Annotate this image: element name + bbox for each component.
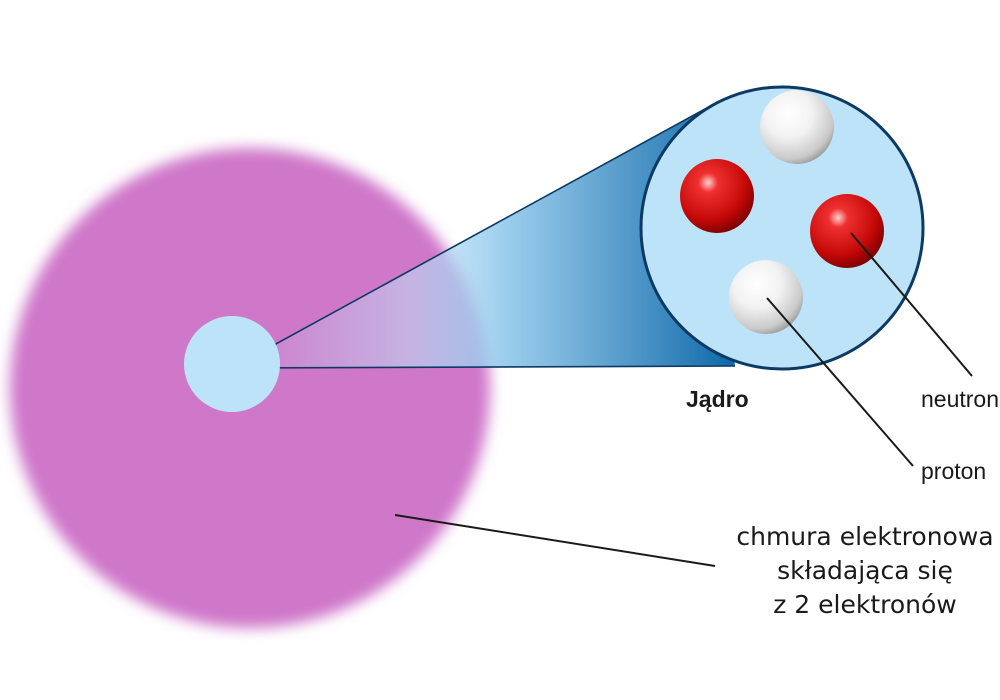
proton-leader-line [766, 297, 914, 467]
electron-cloud-label-line: składająca się [777, 556, 953, 585]
cone-edge-top [231, 108, 706, 369]
electron-cloud-label-line: chmura elektronowa [736, 522, 994, 551]
electron-cloud-label: chmura elektronowa składająca się z 2 el… [700, 520, 1000, 622]
nucleus-label: Jądro [686, 386, 749, 412]
neutron-particle [760, 90, 834, 164]
electron-cloud-label-line: z 2 elektronów [773, 590, 957, 619]
neutron-particle [729, 260, 803, 334]
magnification-cone [232, 109, 735, 368]
neutron-leader-line [850, 232, 973, 377]
proton-particle [810, 194, 884, 268]
nucleus-small [184, 316, 280, 412]
proton-label: proton [921, 458, 987, 484]
neutron-label: neutron [921, 386, 1000, 412]
nucleus-magnified [639, 85, 925, 371]
cloud-leader-line [394, 514, 716, 567]
cone-edge-bottom [231, 365, 736, 369]
proton-particle [680, 159, 754, 233]
